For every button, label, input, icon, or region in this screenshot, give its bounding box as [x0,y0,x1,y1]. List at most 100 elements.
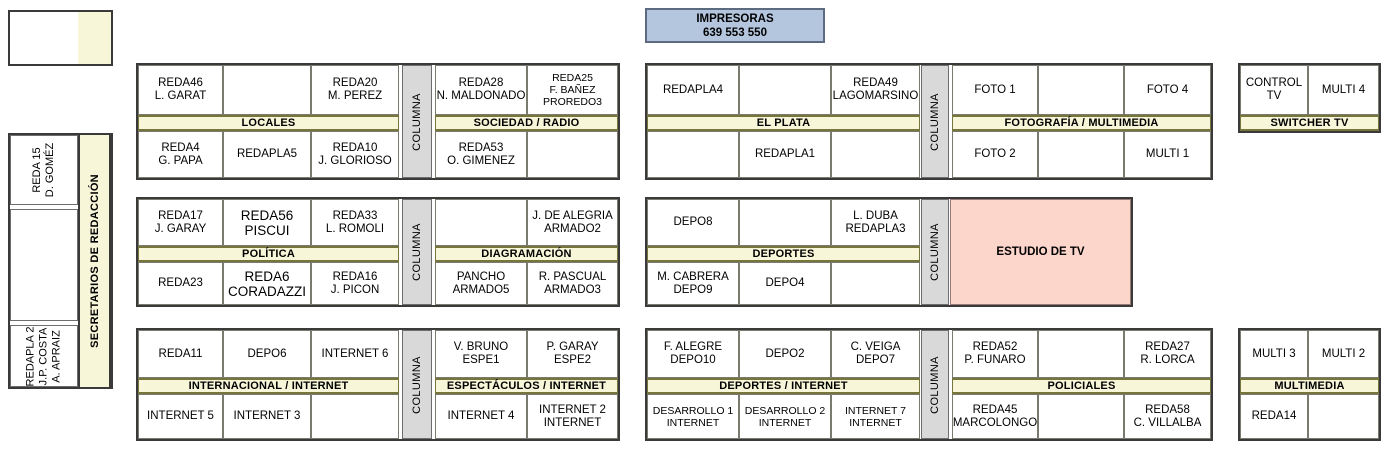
desk-switcher-top-0[interactable]: CONTROL TV [1240,65,1308,115]
desk-diagramacion-top-0[interactable] [435,199,527,246]
desk-sociedad-bottom-1[interactable] [527,131,618,178]
desk-espectaculos-top-1[interactable]: P. GARAY ESPE2 [527,330,618,378]
desk-diagramacion-top-1[interactable]: J. DE ALEGRIA ARMADO2 [527,199,618,246]
band-politica-label: POLÍTICA [242,248,295,260]
desk-internacional-bottom-1[interactable]: INTERNET 3 [223,394,311,439]
printers-codes: 639 553 550 [703,26,767,39]
desk-deportesinternet-top-0[interactable]: F. ALEGRE DEPO10 [647,330,739,378]
room-estudio-de-tv-label: ESTUDIO DE TV [996,246,1085,258]
band-deportes: DEPORTES [647,246,920,262]
desk-multimedia-bottom-0[interactable]: REDA14 [1240,394,1308,439]
desk-policiales-bottom-2[interactable]: REDA58 C. VILLALBA [1124,394,1211,439]
desk-switcher-top-1[interactable]: MULTI 4 [1308,65,1379,115]
desk-espectaculos-bottom-1[interactable]: INTERNET 2 INTERNET [527,394,618,439]
sidebar-cell-0-label: REDA 15 D. GOMÉZ [30,142,56,198]
desk-elplata-bottom-2[interactable] [831,131,920,178]
desk-multimedia-top-1[interactable]: MULTI 2 [1308,330,1379,378]
band-fotografia-multimedia: FOTOGRAFÍA / MULTIMEDIA [952,115,1211,131]
columna-4: COLUMNA [921,199,949,305]
desk-deportesinternet-bottom-1[interactable]: DESARROLLO 2 INTERNET [739,394,831,439]
desk-policiales-bottom-0[interactable]: REDA45 MARCOLONGO [952,394,1038,439]
desk-politica-bottom-2[interactable]: REDA16 J. PICON [311,262,399,305]
columna-2: COLUMNA [921,65,949,178]
desk-fotografia-top-1[interactable] [1038,65,1124,115]
desk-multimedia-bottom-1[interactable] [1308,394,1379,439]
sidebar-department-band: SECRETARIOS DE REDACCIÓN [78,133,111,389]
desk-locales-top-1[interactable] [223,65,311,115]
room-estudio-de-tv[interactable]: ESTUDIO DE TV [950,199,1131,305]
band-el-plata-label: EL PLATA [756,117,811,129]
desk-politica-top-0[interactable]: REDA17 J. GARAY [138,199,223,246]
printers-title: IMPRESORAS [696,12,774,25]
band-sociedad-radio: SOCIEDAD / RADIO [435,115,618,131]
desk-elplata-bottom-0[interactable] [647,131,739,178]
desk-diagramacion-bottom-1[interactable]: R. PASCUAL ARMADO3 [527,262,618,305]
desk-locales-top-0[interactable]: REDA46 L. GARAT [138,65,223,115]
sidebar-cell-1 [10,209,78,321]
desk-deportesinternet-bottom-2[interactable]: INTERNET 7 INTERNET [831,394,920,439]
sidebar-cell-2: REDAPLA 2 J.P. COSTA A. APRAIZ [10,325,78,387]
band-diagramacion: DIAGRAMACIÓN [435,246,618,262]
band-internacional-internet: INTERNACIONAL / INTERNET [138,378,399,394]
desk-locales-bottom-0[interactable]: REDA4 G. PAPA [138,131,223,178]
desk-deportesinternet-top-1[interactable]: DEPO2 [739,330,831,378]
desk-politica-bottom-1[interactable]: REDA6 CORADAZZI [223,262,311,305]
printers-box: IMPRESORAS 639 553 550 [645,8,825,43]
desk-fotografia-bottom-2[interactable]: MULTI 1 [1124,131,1211,178]
band-espectaculos-internet: ESPECTÁCULOS / INTERNET [435,378,618,394]
desk-internacional-top-1[interactable]: DEPO6 [223,330,311,378]
desk-deportes-top-2[interactable]: L. DUBA REDAPLA3 [831,199,920,246]
columna-1: COLUMNA [402,65,432,178]
desk-fotografia-top-0[interactable]: FOTO 1 [952,65,1038,115]
desk-elplata-top-1[interactable] [739,65,831,115]
desk-espectaculos-bottom-0[interactable]: INTERNET 4 [435,394,527,439]
desk-policiales-top-2[interactable]: REDA27 R. LORCA [1124,330,1211,378]
desk-politica-top-2[interactable]: REDA33 L. ROMOLI [311,199,399,246]
desk-internacional-bottom-0[interactable]: INTERNET 5 [138,394,223,439]
desk-politica-top-1[interactable]: REDA56 PISCUI [223,199,311,246]
desk-elplata-top-0[interactable]: REDAPLA4 [647,65,739,115]
desk-elplata-bottom-1[interactable]: REDAPLA1 [739,131,831,178]
desk-deportes-bottom-1[interactable]: DEPO4 [739,262,831,305]
desk-politica-bottom-0[interactable]: REDA23 [138,262,223,305]
band-multimedia: MULTIMEDIA [1240,378,1379,394]
desk-deportes-bottom-0[interactable]: M. CABRERA DEPO9 [647,262,739,305]
band-locales-label: LOCALES [241,117,296,129]
band-multimedia-label: MULTIMEDIA [1274,380,1345,392]
desk-sociedad-top-0[interactable]: REDA28 N. MALDONADO [435,65,527,115]
desk-sociedad-top-1[interactable]: REDA25 F. BAÑEZ PROREDO3 [527,65,618,115]
desk-locales-bottom-2[interactable]: REDA10 J. GLORIOSO [311,131,399,178]
band-fotografia-multimedia-label: FOTOGRAFÍA / MULTIMEDIA [1004,117,1159,129]
band-deportes-label: DEPORTES [752,248,815,260]
desk-multimedia-top-0[interactable]: MULTI 3 [1240,330,1308,378]
desk-fotografia-bottom-0[interactable]: FOTO 2 [952,131,1038,178]
desk-elplata-top-2[interactable]: REDA49 LAGOMARSINO [831,65,920,115]
desk-sociedad-bottom-0[interactable]: REDA53 O. GIMENEZ [435,131,527,178]
band-el-plata: EL PLATA [647,115,920,131]
desk-deportesinternet-top-2[interactable]: C. VEIGA DEPO7 [831,330,920,378]
desk-locales-top-2[interactable]: REDA20 M. PEREZ [311,65,399,115]
desk-policiales-top-0[interactable]: REDA52 P. FUNARO [952,330,1038,378]
desk-deportesinternet-bottom-0[interactable]: DESARROLLO 1 INTERNET [647,394,739,439]
desk-diagramacion-bottom-0[interactable]: PANCHO ARMADO5 [435,262,527,305]
desk-fotografia-top-2[interactable]: FOTO 4 [1124,65,1211,115]
desk-internacional-top-0[interactable]: REDA11 [138,330,223,378]
columna-6: COLUMNA [921,330,949,439]
band-policiales-label: POLICIALES [1047,380,1116,392]
band-policiales: POLICIALES [952,378,1211,394]
desk-deportes-top-1[interactable] [739,199,831,246]
desk-espectaculos-top-0[interactable]: V. BRUNO ESPE1 [435,330,527,378]
band-locales: LOCALES [138,115,399,131]
desk-policiales-bottom-1[interactable] [1038,394,1124,439]
sidebar-cell-2-label: REDAPLA 2 J.P. COSTA A. APRAIZ [24,326,63,386]
desk-deportes-bottom-2[interactable] [831,262,920,305]
band-diagramacion-label: DIAGRAMACIÓN [481,248,572,260]
band-espectaculos-internet-label: ESPECTÁCULOS / INTERNET [446,380,607,392]
desk-internacional-bottom-2[interactable] [311,394,399,439]
desk-fotografia-bottom-1[interactable] [1038,131,1124,178]
desk-policiales-top-1[interactable] [1038,330,1124,378]
desk-deportes-top-0[interactable]: DEPO8 [647,199,739,246]
desk-locales-bottom-1[interactable]: REDAPLA5 [223,131,311,178]
desk-internacional-top-2[interactable]: INTERNET 6 [311,330,399,378]
